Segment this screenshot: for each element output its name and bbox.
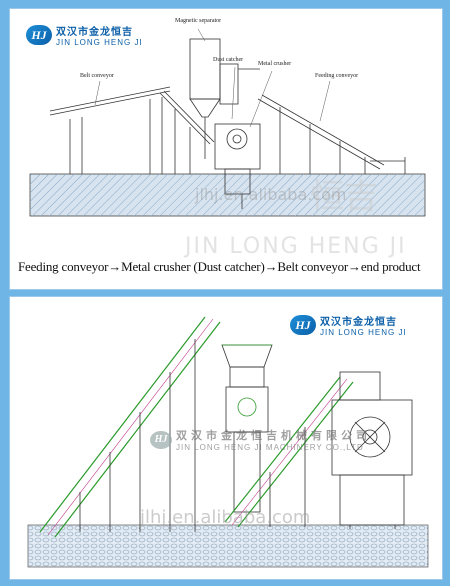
logo-english-name: JIN LONG HENG JI <box>56 38 143 47</box>
logo-chinese-name: 双汉市金龙恒吉 <box>320 317 397 328</box>
dust-catcher-tower <box>189 38 260 159</box>
watermark-brand: JIN LONG HENG JI <box>185 234 407 259</box>
company-logo: HJ 双汉市金龙恒吉 JIN LONG HENG JI <box>26 23 143 47</box>
metal-crusher <box>214 123 261 209</box>
dust-catcher-unit <box>221 344 273 513</box>
label-feeding-conveyor: Feeding conveyor <box>315 73 359 79</box>
process-flow-caption: Feeding conveyor→Metal crusher (Dust cat… <box>18 259 421 274</box>
top-diagram-panel: HJ 双汉市金龙恒吉 JIN LONG HENG JI <box>9 8 443 290</box>
label-magnetic-separator: Magnetic separator <box>175 18 222 24</box>
metal-crusher <box>331 371 413 529</box>
logo-english-name: JIN LONG HENG JI <box>320 328 407 337</box>
label-metal-crusher: Metal crusher <box>258 61 292 67</box>
watermark-logo-english: JIN LONG HENG JI MACHINERY CO.,LTD <box>176 443 364 452</box>
production-line-side-view <box>29 28 426 217</box>
watermark-url: jlhj.en.alibaba.com <box>140 507 311 528</box>
label-belt-conveyor: Belt conveyor <box>80 73 114 79</box>
watermark-chinese: 恒吉 <box>310 177 378 217</box>
logo-chinese-name: 双汉市金龙恒吉 <box>56 27 133 38</box>
hj-logo-icon: HJ <box>290 315 316 335</box>
bottom-diagram-panel: HJ 双汉市金龙恒吉 JIN LONG HENG JI <box>9 296 443 580</box>
feeding-conveyor <box>224 376 354 528</box>
hj-logo-icon: HJ <box>26 25 52 45</box>
production-line-3d-view <box>27 316 429 568</box>
company-logo-bottom: HJ 双汉市金龙恒吉 JIN LONG HENG JI <box>290 313 407 337</box>
watermark-logo-chinese: 双汉市金龙恒吉机械有限公司 <box>176 429 371 442</box>
watermark-url: jlhj.en.alibaba.com <box>195 185 347 204</box>
watermark-logo: HJ 双汉市金龙恒吉机械有限公司 JIN LONG HENG JI MACHIN… <box>150 427 371 452</box>
feeding-conveyor <box>257 94 406 174</box>
belt-conveyor <box>49 86 215 174</box>
hj-watermark-icon: HJ <box>150 430 172 449</box>
incline-belt-conveyor <box>39 316 221 538</box>
label-dust-catcher: Dust catcher <box>213 57 244 63</box>
